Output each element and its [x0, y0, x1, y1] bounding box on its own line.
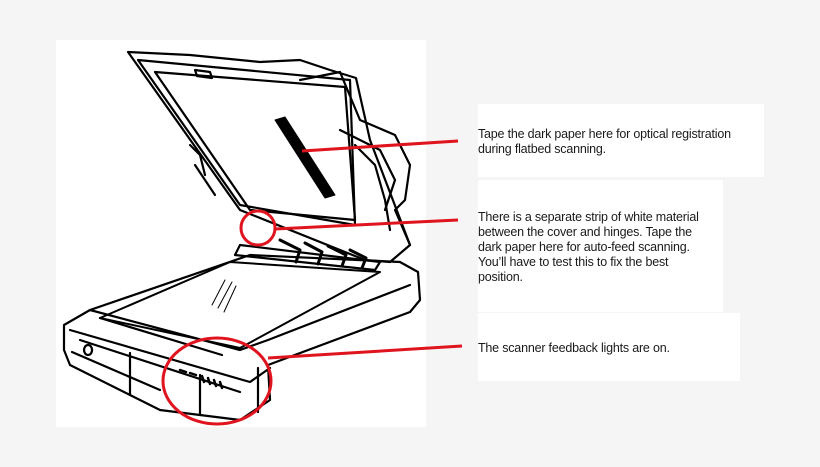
feedback-lights	[178, 368, 224, 390]
annotation-overlay	[161, 139, 463, 426]
callout-text: There is a separate strip of white mater…	[478, 210, 699, 284]
scanner-lid	[126, 50, 412, 264]
leader-line-2	[274, 218, 459, 231]
scanner-base	[62, 253, 422, 422]
scanner-glass	[99, 261, 381, 349]
dark-paper-strip	[274, 116, 336, 199]
document-feeder	[298, 70, 412, 247]
highlight-circle-feedback-lights	[161, 336, 273, 426]
callout-dark-paper-flatbed: Tape the dark paper here for optical reg…	[478, 104, 764, 177]
highlight-circle-white-strip	[239, 209, 277, 247]
leader-line-3	[267, 344, 463, 360]
leader-line-1	[301, 139, 459, 153]
callout-white-strip-autofeed: There is a separate strip of white mater…	[478, 180, 723, 312]
callout-text: The scanner feedback lights are on.	[478, 341, 670, 355]
callout-text: Tape the dark paper here for optical reg…	[478, 127, 731, 156]
callout-feedback-lights: The scanner feedback lights are on.	[478, 313, 740, 381]
